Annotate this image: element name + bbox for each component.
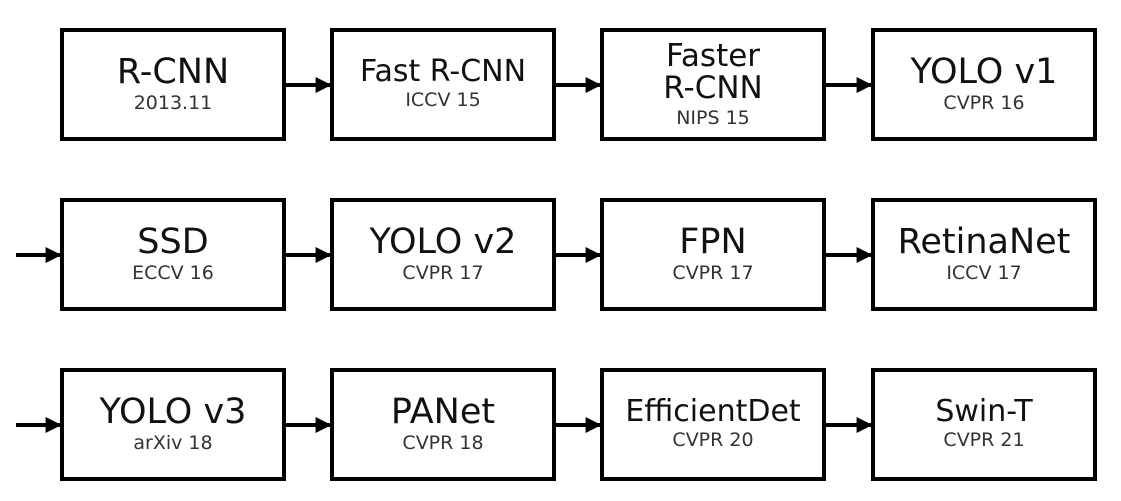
node-panet: PANet CVPR 18 — [330, 368, 556, 481]
node-retinanet: RetinaNet ICCV 17 — [871, 198, 1097, 311]
node-venue: ECCV 16 — [132, 261, 214, 284]
node-yolo-v3: YOLO v3 arXiv 18 — [60, 368, 286, 481]
node-venue: CVPR 17 — [402, 261, 484, 284]
node-venue: ICCV 17 — [946, 261, 1022, 284]
node-name: R-CNN — [116, 51, 230, 92]
node-venue: NIPS 15 — [676, 106, 750, 129]
node-venue: CVPR 21 — [943, 429, 1025, 452]
node-name: Swin-T — [935, 394, 1033, 430]
node-yolo-v2: YOLO v2 CVPR 17 — [330, 198, 556, 311]
node-name: YOLO v1 — [910, 51, 1058, 92]
node-name: EfficientDet — [625, 394, 801, 430]
node-yolo-v1: YOLO v1 CVPR 16 — [871, 28, 1097, 141]
node-venue: CVPR 18 — [402, 431, 484, 454]
node-venue: CVPR 20 — [672, 429, 754, 452]
node-name: SSD — [137, 221, 209, 262]
node-name: RetinaNet — [897, 221, 1071, 262]
node-name: PANet — [390, 391, 496, 432]
node-venue: 2013.11 — [133, 91, 213, 114]
node-fast-r-cnn: Fast R-CNN ICCV 15 — [330, 28, 556, 141]
node-fpn: FPN CVPR 17 — [600, 198, 826, 311]
node-venue: CVPR 16 — [943, 91, 1025, 114]
node-venue: ICCV 15 — [405, 89, 481, 112]
node-name: FPN — [679, 221, 747, 262]
node-faster-r-cnn: Faster R-CNN NIPS 15 — [600, 28, 826, 141]
node-venue: arXiv 18 — [133, 431, 213, 454]
node-venue: CVPR 17 — [672, 261, 754, 284]
node-name: YOLO v2 — [369, 221, 517, 262]
node-efficientdet: EfficientDet CVPR 20 — [600, 368, 826, 481]
node-name: Fast R-CNN — [359, 54, 527, 90]
node-name: Faster R-CNN — [663, 37, 763, 107]
node-ssd: SSD ECCV 16 — [60, 198, 286, 311]
node-name: YOLO v3 — [99, 391, 247, 432]
node-r-cnn: R-CNN 2013.11 — [60, 28, 286, 141]
node-swin-t: Swin-T CVPR 21 — [871, 368, 1097, 481]
